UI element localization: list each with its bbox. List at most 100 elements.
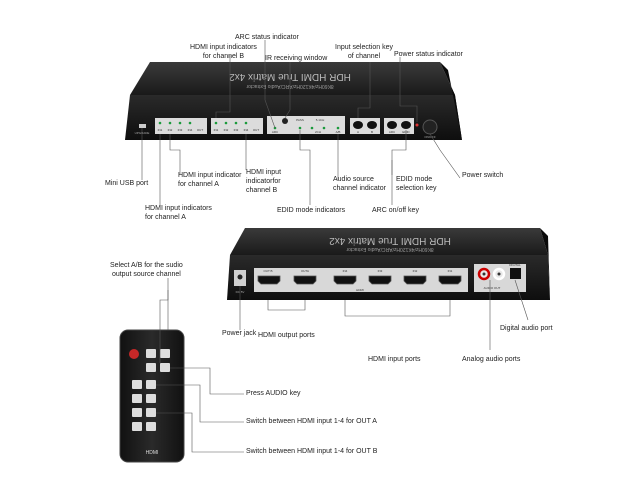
arc-key[interactable] xyxy=(387,121,397,129)
remote-b3[interactable] xyxy=(132,422,142,431)
remote-audio-key[interactable] xyxy=(146,363,156,372)
leader-lines xyxy=(141,40,529,453)
line-power-switch xyxy=(429,133,461,179)
a-in1-label: IN1 xyxy=(158,128,163,132)
channel-a-leds xyxy=(158,121,192,125)
line-input-sel xyxy=(357,62,371,118)
back-device: HDR HDMI True Matrix 4x2 8K60Hz/4K120Hz/… xyxy=(227,228,550,300)
channel-a-panel xyxy=(155,118,207,134)
callout-press-audio: Press AUDIO key xyxy=(246,390,301,397)
mini-usb-port[interactable] xyxy=(139,124,146,128)
select-a-key[interactable] xyxy=(353,121,363,129)
arc-key-label: ARC xyxy=(389,130,396,134)
callout-hdmi-output: HDMI output ports xyxy=(258,332,315,339)
back-device-top xyxy=(230,228,548,255)
ab-label: A/B xyxy=(336,130,341,134)
led-a-in3 xyxy=(178,121,182,125)
channel-b-leds xyxy=(214,121,248,125)
remote-b2[interactable] xyxy=(146,408,156,417)
hdmi-in2-port[interactable] xyxy=(403,275,427,285)
edid-key-label: EDID xyxy=(402,130,410,134)
front-device-top xyxy=(130,62,455,95)
remote-key-grid xyxy=(132,380,156,431)
remote-control: HDMI xyxy=(119,329,185,463)
line-hdmi-a-mid xyxy=(169,134,181,174)
remote-brand-text: HDMI xyxy=(146,450,159,456)
led-a-in1 xyxy=(158,121,162,125)
callout-hdmi-in-a-low: HDMI input indicators for channel A xyxy=(145,205,212,221)
remote-a3[interactable] xyxy=(132,394,142,403)
back-device-side xyxy=(540,228,550,300)
callout-mini-usb: Mini USB port xyxy=(105,180,149,187)
remote-power-icon[interactable] xyxy=(129,349,139,359)
line-switch-b xyxy=(156,412,244,453)
in3-label: IN3 xyxy=(378,269,383,273)
key-a-label: A xyxy=(357,130,359,134)
digital-audio-port[interactable] xyxy=(510,268,521,279)
callout-input-sel: Input selection key of channel xyxy=(335,44,393,60)
channel-b-panel xyxy=(211,118,263,134)
led-a-in4 xyxy=(188,121,192,125)
remote-key-ab[interactable] xyxy=(160,363,170,372)
power-status-led xyxy=(415,123,419,127)
line-ir xyxy=(284,62,291,119)
led-b-in3 xyxy=(234,121,238,125)
a-in4-label: IN4 xyxy=(188,128,193,132)
hdmi-in4-port[interactable] xyxy=(333,275,357,285)
led-edid-51ch xyxy=(310,126,314,130)
b-in3-label: IN3 xyxy=(234,128,239,132)
led-b-in4 xyxy=(244,121,248,125)
b-in1-label: IN1 xyxy=(214,128,219,132)
pass-label: PASS xyxy=(296,118,304,122)
power-switch[interactable] xyxy=(422,119,438,135)
remote-b4[interactable] xyxy=(146,422,156,431)
in4-label: IN4 xyxy=(343,269,348,273)
callout-power-switch: Power switch xyxy=(462,172,504,179)
b-in4-label: IN4 xyxy=(244,128,249,132)
callout-power-status: Power status indicator xyxy=(394,51,463,58)
select-b-key[interactable] xyxy=(367,121,377,129)
line-hdmi-output xyxy=(267,300,306,311)
remote-a2[interactable] xyxy=(146,380,156,389)
led-edid-pass xyxy=(298,126,302,130)
hdmi-out-a-port[interactable] xyxy=(293,275,317,285)
a-out-label: OUT xyxy=(197,128,204,132)
in1-label: IN1 xyxy=(448,269,453,273)
remote-a1[interactable] xyxy=(132,380,142,389)
callout-hdmi-in-a-mid: HDMI input indicator for channel A xyxy=(178,172,242,188)
hdmi-in3-port[interactable] xyxy=(368,275,392,285)
back-title-text: HDR HDMI True Matrix 4x2 xyxy=(329,235,451,246)
hdmi-port-panel xyxy=(254,268,468,292)
callout-edid-key: EDID mode selection key xyxy=(396,176,437,192)
line-hdmi-b-top xyxy=(215,55,231,118)
back-subtitle-text: 8K60Hz/4K120Hz/ARC/Audio Extractor xyxy=(346,246,434,252)
analog-audio-l-pin xyxy=(497,272,501,276)
callout-switch-b: Switch between HDMI input 1-4 for OUT B xyxy=(246,448,378,455)
hdmi-out-b-port[interactable] xyxy=(257,275,281,285)
power-jack[interactable] xyxy=(237,274,243,280)
in2-label: IN2 xyxy=(413,269,418,273)
callout-hdmi-in-b-top: HDMI input indicators for channel B xyxy=(190,44,257,60)
remote-key-1[interactable] xyxy=(146,349,156,358)
remote-a4[interactable] xyxy=(146,394,156,403)
remote-b1[interactable] xyxy=(132,408,142,417)
b-out-label: OUT xyxy=(253,128,260,132)
callout-edid-indicators: EDID mode indicators xyxy=(277,207,346,214)
hdmi-in1-port[interactable] xyxy=(438,275,462,285)
led-edid-2ch xyxy=(322,126,326,130)
led-b-in1 xyxy=(214,121,218,125)
line-power-status xyxy=(399,57,418,122)
line-digital-audio xyxy=(514,279,529,321)
callout-select-ab: Select A/B for the sudio output source c… xyxy=(110,262,183,278)
ir-window xyxy=(282,118,288,124)
line-select-ab-remote xyxy=(159,290,169,363)
key-b-label: B xyxy=(371,130,373,134)
b-in2-label: IN2 xyxy=(224,128,229,132)
edid-key[interactable] xyxy=(401,121,411,129)
analog-audio-r-pin xyxy=(482,272,486,276)
callout-ir-window: IR receiving window xyxy=(265,55,328,62)
callout-analog-audio: Analog audio ports xyxy=(462,356,521,363)
remote-key-2[interactable] xyxy=(160,349,170,358)
digital-label: DIGITAL xyxy=(509,263,521,267)
